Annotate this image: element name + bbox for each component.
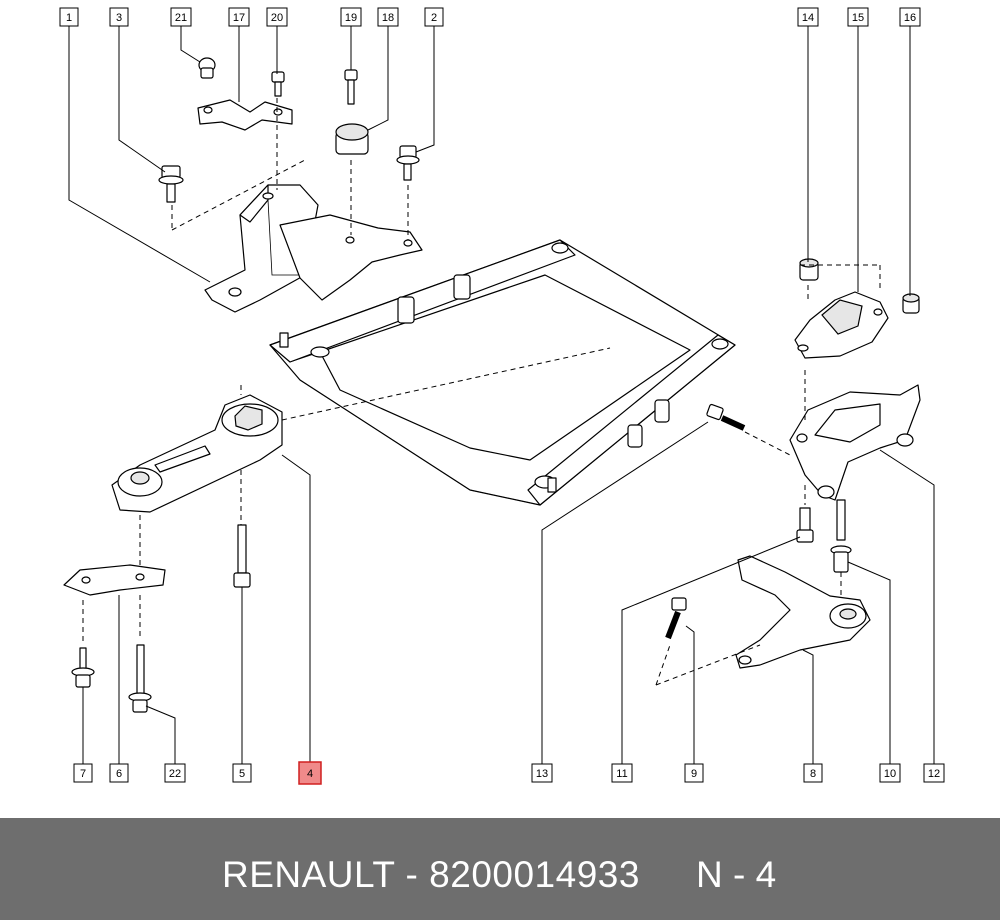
position-reference: N - 4 (696, 854, 777, 895)
callout-16: 16 (899, 7, 921, 27)
callout-6: 6 (109, 763, 129, 783)
svg-text:18: 18 (382, 12, 394, 24)
svg-text:17: 17 (233, 12, 245, 24)
svg-text:21: 21 (175, 12, 187, 24)
part-9-bolt (665, 597, 687, 640)
svg-text:8: 8 (810, 768, 816, 780)
callout-17: 17 (228, 7, 250, 27)
part-7-flange-bolt (71, 647, 95, 688)
svg-text:16: 16 (904, 12, 916, 24)
callout-10: 10 (879, 763, 901, 783)
callout-12: 12 (923, 763, 945, 783)
part-8-lower-bracket (735, 555, 871, 669)
part-11-bolt (796, 507, 814, 543)
callout-13: 13 (531, 763, 553, 783)
part-2-flange-bolt (396, 145, 420, 181)
svg-text:15: 15 (852, 12, 864, 24)
callout-15: 15 (847, 7, 869, 27)
part-13-bolt (706, 403, 746, 431)
callout-3: 3 (109, 7, 129, 27)
svg-text:3: 3 (116, 12, 122, 24)
callout-2: 2 (424, 7, 444, 27)
callout-18: 18 (377, 7, 399, 27)
callout-21: 21 (170, 7, 192, 27)
part-14-nut (799, 258, 819, 281)
svg-text:11: 11 (616, 768, 627, 780)
callout-7: 7 (73, 763, 93, 783)
callout-11: 11 (611, 763, 633, 783)
part-4-torque-rod (111, 394, 283, 513)
part-1-engine-mount-bracket (204, 184, 319, 313)
callout-4-highlighted: 4 (298, 761, 322, 785)
part-5-bolt (233, 524, 251, 588)
svg-text:6: 6 (116, 768, 122, 780)
part-19-bolt (344, 69, 358, 105)
svg-text:19: 19 (345, 12, 357, 24)
brand-part-number: RENAULT - 8200014933 (222, 854, 640, 895)
svg-text:13: 13 (536, 768, 548, 780)
svg-text:4: 4 (307, 768, 313, 780)
callout-20: 20 (266, 7, 288, 27)
part-20-bolt (271, 71, 285, 97)
part-16-nut (902, 293, 920, 314)
footer-bar: RENAULT - 8200014933 N - 4 (0, 818, 1000, 920)
exploded-parts-diagram: 1 3 21 17 20 19 18 2 14 15 16 7 6 22 5 4… (59, 7, 945, 785)
callout-9: 9 (684, 763, 704, 783)
callout-14: 14 (797, 7, 819, 27)
part-21-cap-nut (198, 57, 216, 79)
callout-8: 8 (803, 763, 823, 783)
callout-19: 19 (340, 7, 362, 27)
svg-text:7: 7 (80, 768, 86, 780)
part-17-bracket-plate (197, 99, 293, 131)
svg-text:1: 1 (66, 12, 72, 24)
svg-text:10: 10 (884, 768, 896, 780)
part-10-stud (830, 499, 852, 573)
callout-1: 1 (59, 7, 79, 27)
svg-text:20: 20 (271, 12, 283, 24)
subframe (269, 239, 736, 506)
part-12-bracket (789, 384, 921, 501)
leader-lines (68, 25, 935, 764)
callout-5: 5 (232, 763, 252, 783)
callout-22: 22 (164, 763, 186, 783)
svg-text:5: 5 (239, 768, 245, 780)
svg-text:12: 12 (928, 768, 940, 780)
part-18-rubber-stop (335, 123, 369, 155)
part-3-flange-bolt (158, 165, 184, 203)
svg-text:14: 14 (802, 12, 814, 24)
svg-text:2: 2 (431, 12, 437, 24)
svg-text:9: 9 (691, 768, 697, 780)
part-15-transmission-mount (794, 291, 889, 359)
svg-text:22: 22 (169, 768, 181, 780)
part-22-flange-bolt (128, 644, 152, 713)
part-6-bracket (63, 564, 166, 596)
